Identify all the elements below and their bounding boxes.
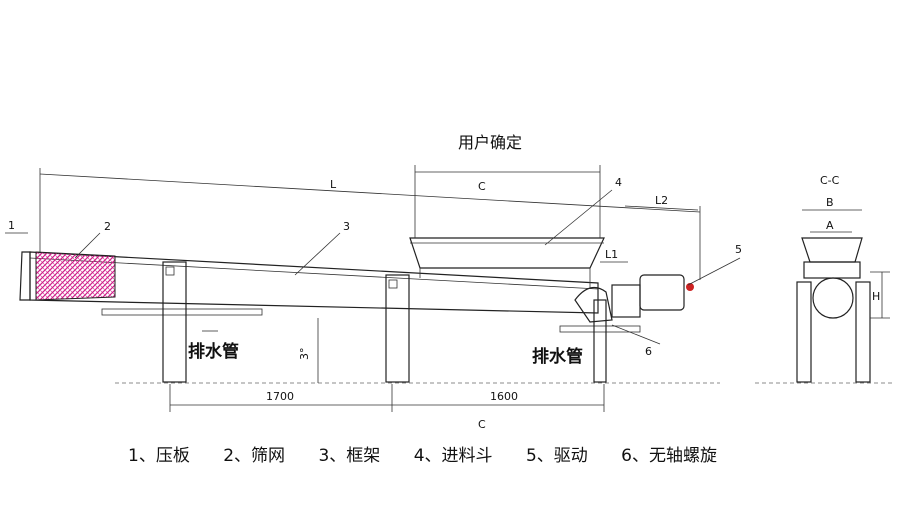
label-B: B bbox=[826, 196, 834, 209]
spiral-end bbox=[574, 286, 613, 323]
screen-mesh bbox=[35, 251, 116, 301]
legend-item-2: 2、筛网 bbox=[223, 446, 286, 466]
legend-item-6: 6、无轴螺旋 bbox=[621, 446, 717, 466]
section-spiral bbox=[812, 277, 854, 319]
bolt-2 bbox=[388, 279, 398, 289]
legend-item-4: 4、进料斗 bbox=[413, 446, 493, 466]
label-drain-right: 排水管 bbox=[532, 346, 583, 367]
section-hopper bbox=[801, 237, 863, 263]
trough-inner-line bbox=[29, 257, 599, 290]
label-A: A bbox=[826, 219, 834, 232]
section-leg-left bbox=[796, 281, 812, 383]
callout-6-line bbox=[611, 324, 661, 345]
callout-3-line bbox=[294, 232, 341, 276]
dim-L2-line bbox=[624, 205, 699, 211]
callout-6: 6 bbox=[645, 345, 652, 358]
feed-hopper bbox=[409, 237, 605, 269]
callout-4-line bbox=[544, 189, 613, 246]
section-leg-right bbox=[855, 281, 871, 383]
callout-5-line bbox=[687, 257, 741, 286]
support-1 bbox=[162, 261, 187, 383]
callout-3: 3 bbox=[343, 220, 350, 233]
label-user-defined: 用户确定 bbox=[458, 133, 522, 152]
label-1700: 1700 bbox=[266, 390, 294, 403]
legend-item-1: 1、压板 bbox=[128, 446, 190, 466]
label-angle: 3° bbox=[298, 348, 311, 361]
label-drain-left: 排水管 bbox=[188, 341, 239, 362]
support-2 bbox=[385, 274, 410, 383]
parts-legend: 1、压板 2、筛网 3、框架 4、进料斗 5、驱动 6、无轴螺旋 bbox=[128, 441, 745, 466]
drain-pipe-left bbox=[101, 308, 263, 316]
support-3 bbox=[593, 299, 607, 383]
label-1600: 1600 bbox=[490, 390, 518, 403]
label-H: H bbox=[872, 290, 880, 303]
section-trough-top bbox=[803, 261, 861, 279]
label-C-top: C bbox=[478, 180, 486, 193]
pressure-plate bbox=[19, 251, 31, 301]
label-L2: L2 bbox=[655, 194, 668, 207]
legend-item-3: 3、框架 bbox=[318, 446, 381, 466]
label-L: L bbox=[330, 178, 337, 191]
label-C-bottom: C bbox=[478, 418, 486, 431]
callout-1: 1 bbox=[8, 219, 15, 232]
gearbox bbox=[611, 284, 641, 318]
callout-4: 4 bbox=[615, 176, 622, 189]
drain-pipe-right bbox=[559, 325, 641, 333]
label-L1: L1 bbox=[605, 248, 618, 261]
bolt-1 bbox=[165, 266, 175, 276]
callout-5: 5 bbox=[735, 243, 742, 256]
section-title: C-C bbox=[820, 174, 840, 187]
legend-item-5: 5、驱动 bbox=[525, 446, 588, 466]
dim-L-line bbox=[39, 173, 701, 213]
callout-2: 2 bbox=[104, 220, 111, 233]
motor bbox=[639, 274, 685, 311]
callout-2-line bbox=[74, 232, 101, 259]
